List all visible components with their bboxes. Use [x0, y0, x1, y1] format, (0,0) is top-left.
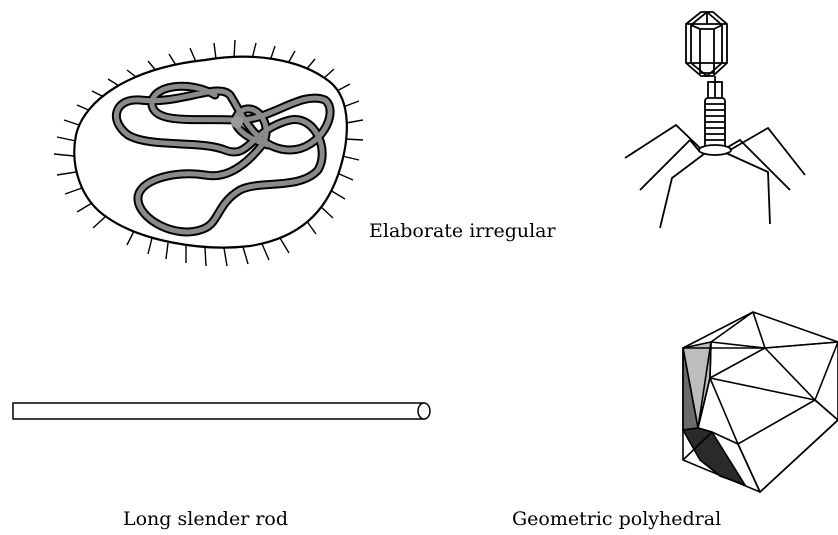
label-geometric-polyhedral: Geometric polyhedral [512, 508, 721, 530]
label-long-slender-rod: Long slender rod [123, 508, 288, 530]
label-elaborate-irregular: Elaborate irregular [369, 220, 556, 242]
icosahedral-virus-icon [683, 312, 838, 492]
enveloped-virus-icon [54, 40, 363, 266]
rod-virus-icon [13, 403, 430, 419]
core-dot [231, 116, 243, 128]
bacteriophage-icon [625, 12, 805, 228]
